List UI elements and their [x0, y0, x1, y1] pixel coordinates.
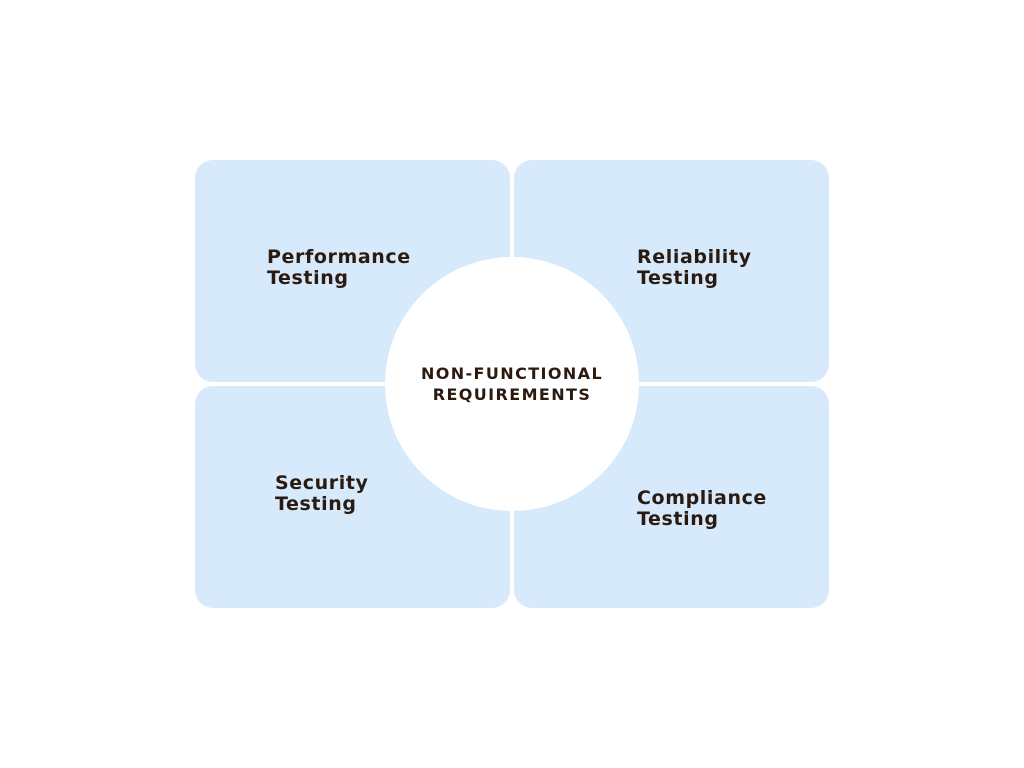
label-line: Reliability — [637, 246, 752, 268]
label-line: Testing — [267, 267, 349, 289]
label-line: Compliance — [637, 487, 767, 509]
center-title: NON-FUNCTIONAL REQUIREMENTS — [421, 363, 603, 405]
label-line: Testing — [275, 493, 357, 515]
center-title-line: NON-FUNCTIONAL — [420, 364, 604, 383]
quadrant-label-reliability: Reliability Testing — [637, 247, 752, 289]
quadrant-label-performance: Performance Testing — [267, 247, 411, 289]
quadrant-label-security: Security Testing — [275, 473, 369, 515]
label-line: Performance — [267, 246, 411, 268]
center-title-line: REQUIREMENTS — [432, 385, 592, 404]
center-circle: NON-FUNCTIONAL REQUIREMENTS — [385, 257, 639, 511]
label-line: Security — [275, 472, 369, 494]
label-line: Testing — [637, 508, 719, 530]
quadrant-label-compliance: Compliance Testing — [637, 488, 767, 530]
label-line: Testing — [637, 267, 719, 289]
